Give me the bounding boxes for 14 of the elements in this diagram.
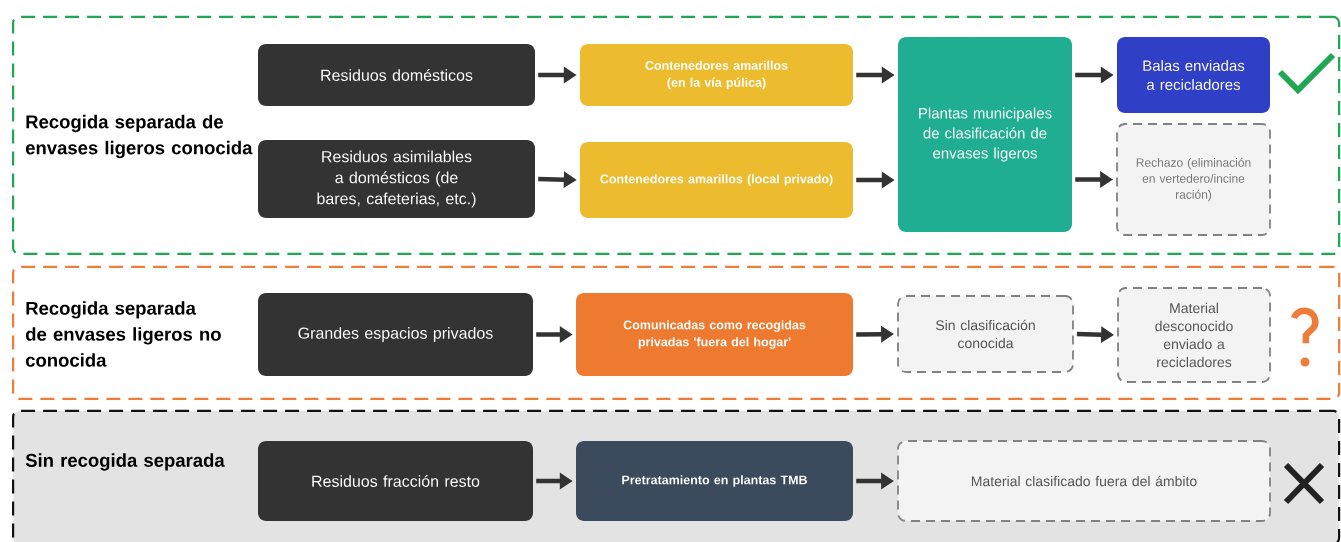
- process-box: Grandes espacios privados: [258, 293, 533, 376]
- process-box: Pretratamiento en plantas TMB: [576, 441, 853, 521]
- process-box: Balas enviadas a recicladores: [1117, 37, 1270, 113]
- dashed-box: Rechazo (eliminación en vertedero/incine ración): [1116, 123, 1271, 236]
- dashed-box: Material desconocido enviado a recicladores: [1117, 287, 1271, 383]
- process-box: Contenedores amarillos (en la vía púlica): [580, 44, 853, 106]
- dashed-box: Material clasificado fuera del ámbito: [897, 440, 1271, 522]
- process-box: Contenedores amarillos (local privado): [580, 142, 853, 218]
- process-box: Comunicadas como recogidas privadas 'fuera del hogar': [576, 293, 853, 376]
- dashed-box: Sin clasificación conocida: [897, 295, 1074, 373]
- process-box: Residuos domésticos: [258, 44, 535, 106]
- process-box: Plantas municipales de clasificación de envases ligeros: [898, 37, 1072, 232]
- process-box: Residuos asimilables a domésticos (de bares, cafeterias, etc.): [258, 140, 535, 218]
- process-box: Residuos fracción resto: [258, 441, 533, 521]
